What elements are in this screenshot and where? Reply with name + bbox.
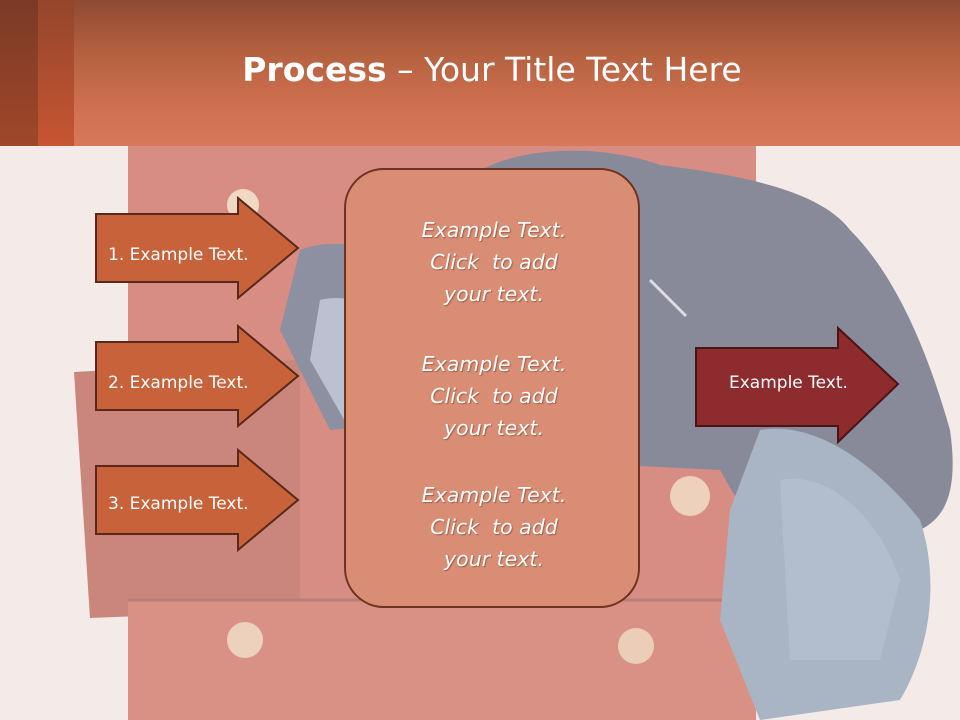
center-text-line: Example Text. bbox=[421, 352, 567, 376]
center-text-line: your text. bbox=[444, 416, 544, 440]
output-arrow[interactable] bbox=[694, 326, 900, 446]
center-text-line: Click to add bbox=[430, 384, 558, 408]
step-arrow-3[interactable] bbox=[94, 448, 300, 552]
step-label-3: 3. Example Text. bbox=[108, 494, 249, 514]
center-text-line: Example Text. bbox=[421, 483, 567, 507]
output-label: Example Text. bbox=[729, 373, 848, 393]
center-text-block-3: Example Text. Click to add your text. bbox=[346, 479, 642, 575]
title-rest: – Your Title Text Here bbox=[386, 50, 742, 89]
center-text-line: your text. bbox=[444, 547, 544, 571]
title-bold: Process bbox=[242, 50, 387, 89]
center-text-block-2: Example Text. Click to add your text. bbox=[346, 348, 642, 444]
header-stripe bbox=[38, 0, 74, 146]
header-band: Process – Your Title Text Here bbox=[0, 0, 960, 146]
slide-title[interactable]: Process – Your Title Text Here bbox=[0, 50, 960, 89]
center-text-box[interactable]: Example Text. Click to add your text. Ex… bbox=[344, 168, 640, 608]
header-stripe bbox=[0, 0, 38, 146]
step-arrow-2[interactable] bbox=[94, 324, 300, 428]
center-text-line: Click to add bbox=[430, 515, 558, 539]
step-label-2: 2. Example Text. bbox=[108, 373, 249, 393]
step-label-1: 1. Example Text. bbox=[108, 245, 249, 265]
center-text-line: your text. bbox=[444, 282, 544, 306]
center-text-block-1: Example Text. Click to add your text. bbox=[346, 214, 642, 310]
center-text-line: Click to add bbox=[430, 250, 558, 274]
center-text-line: Example Text. bbox=[421, 218, 567, 242]
step-arrow-1[interactable] bbox=[94, 196, 300, 300]
